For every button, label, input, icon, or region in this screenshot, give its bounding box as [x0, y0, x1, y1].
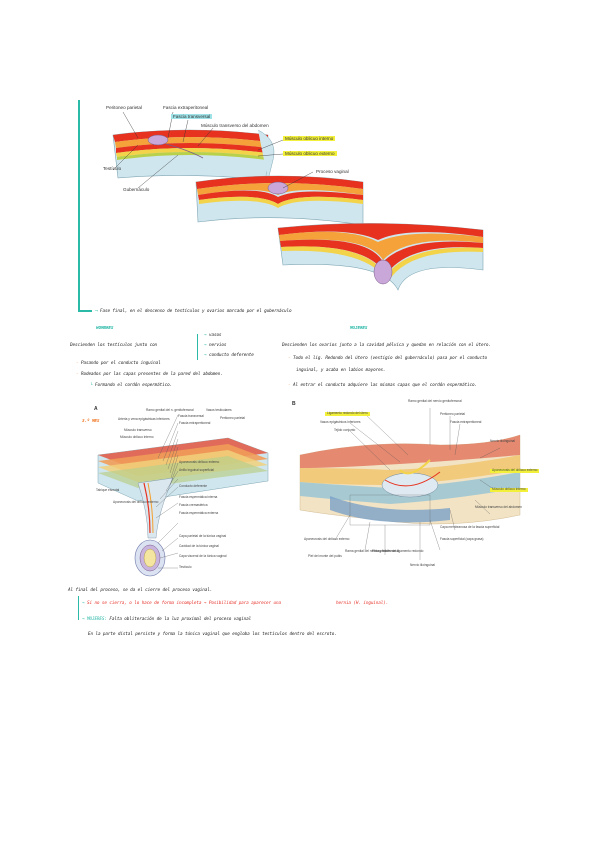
panel-a-label-11: Fascia espermática interna	[179, 495, 218, 499]
panel-b-label-9: Músculo transverso del abdomen	[475, 505, 522, 509]
label-musculo-trans: Músculo transverso del abdomen	[201, 123, 269, 128]
leader-lines	[112, 111, 314, 189]
panel-b-label-15: Fibras finales del ligamento redondo	[372, 549, 424, 553]
label-peritoneo: Peritoneo parietal	[106, 105, 143, 110]
panel-a-letter: A	[94, 406, 98, 412]
panel-b-label-12: Aponeurosis del oblicuo externo	[304, 537, 350, 541]
descent-diagram	[112, 111, 484, 291]
heading-mujeres: MUJERES	[350, 326, 368, 331]
panel-a-label-16: Capa parietal de la túnica vaginal	[179, 534, 227, 538]
right-line: Descienden los ovarios junto a la cavida…	[282, 343, 491, 348]
left-bullet-2: - Rodeados por las capas presentes de la…	[76, 372, 223, 377]
panel-a-label-0: Ramo genital del n. genitofemoral	[146, 408, 194, 412]
margin-bracket-foot	[78, 310, 92, 312]
right-bullet-2: - Al entrar el conducto adquiere las mis…	[288, 383, 478, 388]
panel-a-label-2: Fascia transversal	[178, 414, 204, 418]
panel-b-label-4: Fascia extraperitoneal	[450, 420, 482, 424]
panel-a-label-18: Capa visceral de la túnica vaginal	[179, 554, 227, 558]
label-fascia-trans: Fascia transversal	[171, 114, 213, 119]
section-1	[112, 129, 275, 181]
panel-b-label-11: Fascia superficial (capa grasa)	[440, 537, 484, 541]
panel-a-label-3: Peritoneo parietal	[220, 416, 245, 420]
panel-b-label-3: Vasos epigástricos inferiores	[320, 420, 361, 424]
panel-b-label-5: Tejido conjunto	[334, 428, 356, 432]
panel-a-note: 3.º MES	[82, 419, 100, 424]
section-3	[277, 223, 484, 291]
bottom-line-2: → Si no se cierra, o lo hace de forma in…	[82, 601, 281, 606]
label-gubernaculo: Gubernáculo	[123, 187, 150, 192]
right-bullet-1: - Todo el lig. Redondo del útero (vestig…	[288, 356, 487, 361]
note-line1: ⟶ Fase final, en el descenso de testícul…	[95, 309, 292, 314]
label-testiculo: Testículo	[103, 166, 122, 171]
panel-a-label-9: Anillo inguinal superficial	[179, 468, 214, 472]
section-2	[195, 175, 364, 226]
panel-a-label-12: Fascia cremastérica	[179, 503, 208, 507]
panel-a-label-13: Fascia espermática externa	[179, 511, 219, 515]
panel-a-label-14: Tabique escrotal	[96, 488, 120, 492]
panel-a-label-10: Conducto deferente	[179, 484, 207, 488]
panel-a-label-4: Arteria y vena epigástricas inferiores	[118, 417, 170, 421]
panel-a-label-5: Fascia extraperitoneal	[179, 421, 211, 425]
panel-b-label-16: Nervio ilioinguinal	[410, 563, 435, 567]
label-conducto: → conducto deferente	[204, 353, 254, 358]
left-bullet-1: - Pasando por el conducto inguinal	[76, 361, 161, 366]
descent-figure: Peritoneo parietal Fascia extraperitonea…	[78, 100, 518, 315]
left-line: Descienden los testículos junto con	[70, 343, 158, 348]
panel-b-label-7: Aponeurosis del oblicuo externo	[490, 468, 540, 473]
panel-a-label-7: Músculo oblicuo interno	[120, 435, 154, 439]
bottom-line-2b: hernia (H. inguinal).	[336, 601, 389, 606]
panel-b-label-2: Peritoneo parietal	[440, 412, 465, 416]
panel-b-label-10: Capa membranosa de la fascia superficial	[440, 525, 500, 529]
panel-a: A 3.º MES Ramo genit	[78, 403, 288, 578]
panel-b-label-14: Rama genital del nervio genitofemoral	[345, 549, 399, 553]
label-vasos: → vasos	[204, 333, 222, 338]
bottom-line-4: En la parte distal persiste y forma la t…	[88, 632, 337, 637]
left-bullet-3: └ Formando el cordón espermático.	[90, 383, 173, 388]
panel-a-label-17: Cavidad de la túnica vaginal	[179, 544, 219, 548]
panel-b: B Ramo genital del nervio genito	[290, 399, 540, 580]
panel-a-label-15: Aponeurosis del oblicuo externo	[113, 500, 159, 504]
panel-b-label-0: Ramo genital del nervio genitofemoral	[408, 399, 462, 403]
label-fascia-extra: Fascia extraperitoneal	[163, 105, 209, 110]
panel-b-label-13: Piel del monte del pubis	[308, 554, 342, 558]
margin-bracket	[78, 100, 80, 312]
label-obliquo-int: Músculo oblicuo interno	[283, 136, 336, 141]
bottom-line-3: → MUJERES: Falta obliteración de la luz …	[82, 617, 252, 622]
bottom-line-1: Al final del proceso, se da el cierre de…	[68, 588, 213, 593]
panel-a-label-19: Testículo	[179, 565, 192, 569]
label-nervios: → nervios	[204, 343, 227, 348]
panel-a-label-6: Músculo transverso	[124, 428, 152, 432]
panel-b-label-6: Nervio ilioinguinal	[490, 439, 515, 443]
bottom-bracket	[78, 596, 81, 620]
heading-hombres: HOMBRES	[96, 326, 114, 331]
panel-b-letter: B	[292, 401, 296, 407]
label-obliquo-ext: Músculo oblicuo externo	[283, 151, 337, 156]
panel-b-label-8: Músculo oblicuo interno	[490, 487, 528, 492]
panel-a-label-8: Aponeurosis oblicuo externo	[179, 460, 220, 464]
brace	[197, 334, 200, 360]
panel-a-label-1: Vasos testiculares	[206, 408, 232, 412]
label-proceso: Proceso vaginal	[316, 169, 349, 174]
panel-b-diagram	[299, 408, 521, 560]
panel-b-label-1: Ligamento redondo del útero	[325, 411, 370, 416]
right-bullet-1b: inguinal, y acaba en labios mayores.	[296, 368, 386, 373]
panel-a-diagram	[97, 414, 269, 577]
